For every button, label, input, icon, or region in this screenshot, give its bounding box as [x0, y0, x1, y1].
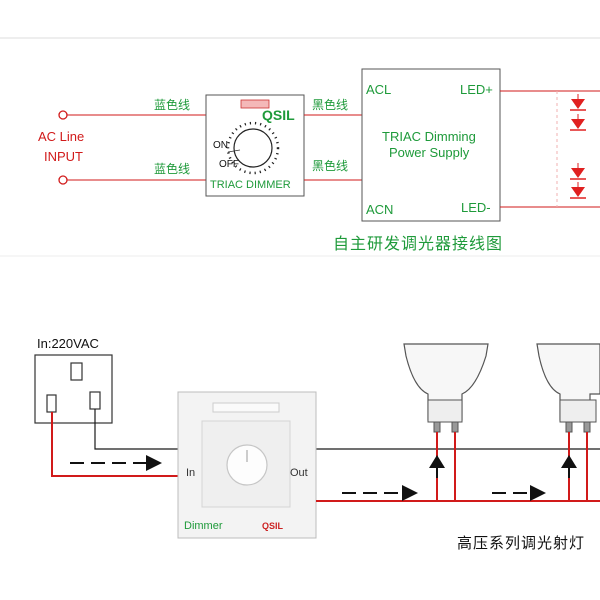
panel-name: Dimmer — [184, 520, 223, 532]
current-arrow-in-head — [146, 455, 162, 471]
panel-brand: QSIL — [262, 521, 284, 531]
acl-label: ACL — [366, 82, 392, 97]
input-label: INPUT — [44, 149, 83, 164]
panel-in-label: In — [186, 467, 196, 479]
top-caption: 自主研发调光器接线图 — [333, 234, 504, 253]
blue-wire-bottom-label: 蓝色线 — [154, 162, 191, 176]
ac-terminal-top — [58, 110, 68, 120]
panel-out-label: Out — [290, 467, 308, 479]
power-supply-name-2: Power Supply — [389, 145, 470, 160]
ac-line-label: AC Line — [38, 129, 85, 144]
led-icon — [570, 182, 586, 199]
lamp-2-arrow-head — [561, 455, 577, 468]
bottom-caption: 高压系列调光射灯 — [457, 534, 586, 552]
lamp-1-arrow-head — [429, 455, 445, 468]
acn-label: ACN — [366, 202, 394, 217]
panel-indicator-slot — [212, 402, 280, 413]
neutral-wire — [94, 409, 600, 450]
panel-knob — [226, 444, 268, 486]
spotlight-lamp-1 — [403, 343, 489, 433]
on-pointer — [227, 149, 241, 153]
dimmer-knob-ticks — [226, 121, 280, 175]
current-arrow-out-head — [402, 485, 418, 501]
socket-pin-top — [70, 362, 83, 381]
black-wire-bottom-label: 黑色线 — [312, 159, 349, 173]
socket-pin-right — [89, 391, 101, 410]
led-icon — [570, 114, 586, 131]
ac-terminal-bottom — [58, 175, 68, 185]
dimmer-brand: QSIL — [262, 107, 295, 123]
blue-wire-top-label: 蓝色线 — [154, 98, 191, 112]
dimmer-name: TRIAC DIMMER — [210, 179, 291, 191]
power-supply-name-1: TRIAC Dimming — [382, 129, 476, 144]
dimmer-knob — [233, 128, 273, 168]
led-minus-label: LED- — [461, 200, 491, 215]
socket-pin-left — [46, 394, 57, 413]
dimmer-indicator — [240, 99, 270, 109]
dimmer-off-label: OFF — [219, 159, 239, 170]
led-icon — [570, 163, 586, 180]
spotlight-lamp-2 — [536, 343, 600, 433]
led-plus-label: LED+ — [460, 82, 493, 97]
current-arrow-out-head-2 — [530, 485, 546, 501]
black-wire-top-label: 黑色线 — [312, 98, 349, 112]
live-wire-in — [51, 412, 178, 477]
power-supply-box — [361, 68, 501, 222]
led-icon — [570, 94, 586, 111]
led-string — [570, 94, 586, 199]
dimmer-on-label: ON — [213, 140, 228, 151]
socket-label: In:220VAC — [37, 336, 99, 351]
